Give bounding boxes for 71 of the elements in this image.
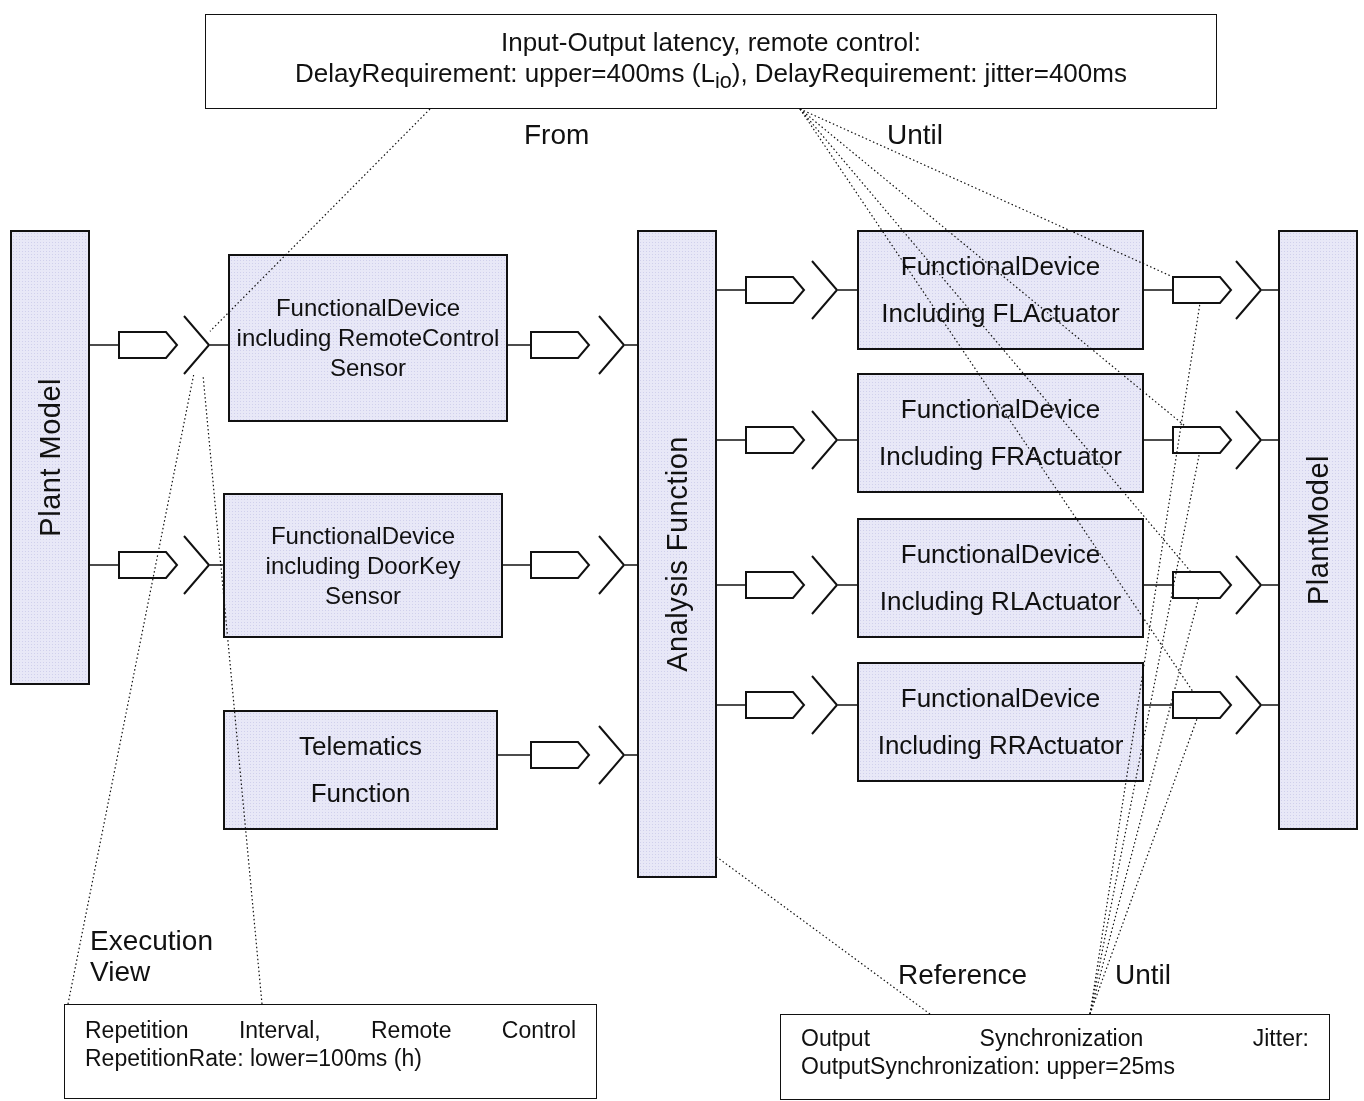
note-text: Repetition Interval, Remote Control RepetitionRate: lower=100ms (h): [85, 1017, 576, 1073]
device-label: FunctionalDevice: [900, 538, 1101, 572]
note-text: Input-Output latency, remote control:: [500, 27, 922, 59]
leader-line: [209, 108, 431, 332]
device-label: FunctionalDevice: [900, 682, 1101, 716]
connector-line: [1143, 289, 1173, 291]
device-label: Telematics: [299, 730, 422, 764]
connector-line: [507, 344, 531, 346]
connector-line: [837, 289, 858, 291]
connector-line: [716, 704, 746, 706]
device-label: Including FLActuator: [881, 297, 1120, 330]
note-box: [205, 14, 1217, 109]
function-block: [10, 230, 90, 685]
connector-line: [1261, 704, 1279, 706]
connector-line: [624, 344, 638, 346]
device-label: FunctionalDevice: [900, 393, 1101, 427]
device-box: [228, 254, 508, 422]
connector-line: [1143, 439, 1173, 441]
function-block: [637, 230, 717, 878]
connector-line: [209, 344, 229, 346]
block-label: Analysis Function: [660, 436, 694, 672]
leader-line: [799, 108, 1186, 427]
connector-line: [1143, 584, 1173, 586]
note-text: DelayRequirement: upper=400ms (L$_{io}$), DelayRequirement: jitter=400ms: [295, 58, 1127, 95]
annotation-label: Reference: [898, 960, 1028, 991]
connector-line: [89, 564, 119, 566]
device-label: Including RRActuator: [877, 729, 1124, 762]
function-block: [1278, 230, 1358, 830]
connector-line: [837, 439, 858, 441]
connector-line: [502, 564, 531, 566]
device-box: [857, 230, 1144, 350]
annotation-label: Until: [1115, 960, 1171, 991]
connector-line: [1261, 584, 1279, 586]
leader-line: [202, 374, 263, 1005]
device-box: [223, 493, 503, 638]
device-box: [857, 662, 1144, 782]
connector-line: [624, 754, 638, 756]
device-label: Including FRActuator: [879, 440, 1122, 473]
connector-line: [837, 704, 858, 706]
device-box: [857, 518, 1144, 638]
block-label: PlantModel: [1301, 454, 1335, 606]
connector-line: [1261, 439, 1279, 441]
connector-line: [497, 754, 531, 756]
connector-line: [209, 564, 224, 566]
leader-line: [799, 108, 1194, 692]
note-box: [64, 1004, 597, 1099]
leader-line: [799, 108, 1191, 572]
connector-line: [1143, 704, 1173, 706]
leader-line: [1089, 718, 1198, 1015]
block-label: Plant Model: [33, 378, 67, 537]
note-text: Output Synchronization Jitter: OutputSynchronization: upper=25ms: [801, 1025, 1309, 1081]
device-label: FunctionalDevice including DoorKey Sensor: [264, 520, 462, 611]
annotation-label: Until: [887, 120, 943, 151]
device-label: FunctionalDevice: [900, 250, 1101, 284]
leader-line: [716, 856, 931, 1015]
annotation-label: Execution View: [90, 926, 214, 988]
device-label: FunctionalDevice including RemoteControl Sensor: [235, 293, 501, 383]
leader-line: [67, 374, 195, 1005]
device-box: [857, 373, 1144, 493]
annotation-label: From: [524, 120, 590, 151]
connector-line: [624, 564, 638, 566]
note-box: [780, 1014, 1330, 1100]
connector-line: [837, 584, 858, 586]
connector-line: [716, 584, 746, 586]
device-box: [223, 710, 498, 830]
connector-line: [716, 289, 746, 291]
connector-line: [716, 439, 746, 441]
device-label: Including RLActuator: [879, 585, 1122, 618]
device-label: Function: [310, 777, 411, 810]
connector-line: [1261, 289, 1279, 291]
connector-line: [89, 344, 119, 346]
